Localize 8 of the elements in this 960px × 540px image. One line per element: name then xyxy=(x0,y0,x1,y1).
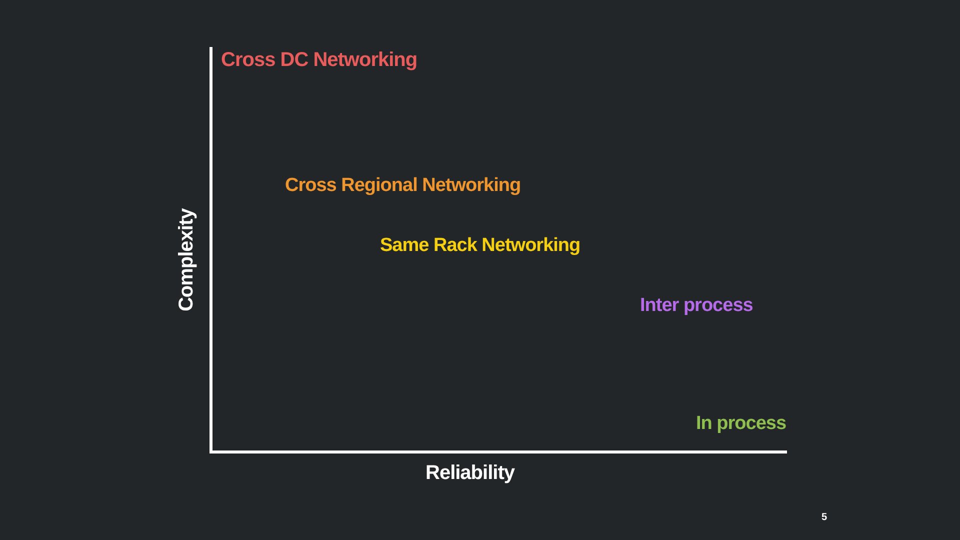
axis-title: Reliability xyxy=(426,463,514,483)
category-label: Cross DC Networking xyxy=(221,50,418,70)
category-label: Same Rack Networking xyxy=(380,236,580,255)
axis-title: Complexity xyxy=(176,208,196,312)
page-number: 5 xyxy=(822,513,827,523)
category-label: Cross Regional Networking xyxy=(285,176,521,195)
category-label: Inter process xyxy=(640,296,753,315)
category-label: In process xyxy=(696,414,786,433)
